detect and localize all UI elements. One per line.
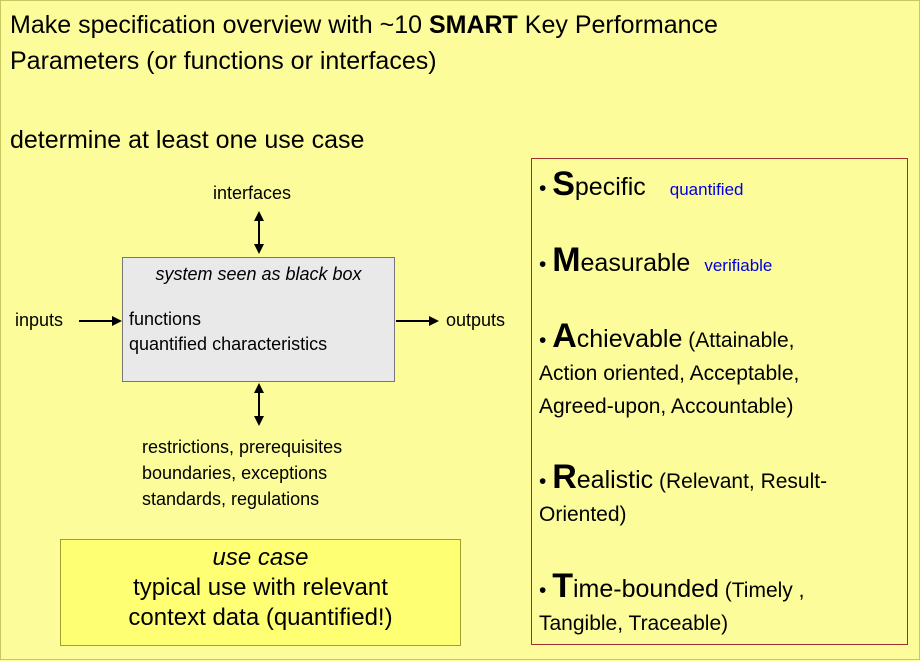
restrictions-line-2: boundaries, exceptions [142,463,328,483]
smart-letter-s: S [552,165,575,203]
bullet: • [539,253,547,276]
restrictions-list: restrictions, prerequisites boundaries, … [142,434,342,512]
time-bounded-extra-2: Tangible, Traceable) [539,612,729,635]
realistic-extra-2: Oriented) [539,503,627,526]
bullet: • [539,177,547,200]
smart-criteria-panel: • Specific quantified • Measurable verifia… [531,158,908,645]
black-box-system: system seen as black box functions quant… [122,257,395,382]
slide-heading: Make specification overview with ~10 SMA… [10,7,718,79]
use-case-box: use case typical use with relevant conte… [60,539,461,646]
restrictions-line-1: restrictions, prerequisites [142,437,343,457]
achievable-extra-2: Action oriented, Acceptable, [539,362,800,385]
realistic-line-1: • Realistic (Relevant, Result- [539,458,828,498]
use-case-instruction: determine at least one use case [10,126,365,154]
use-case-line-1: typical use with relevant [133,574,388,601]
black-box-contents: functions quantified characteristics [129,307,327,357]
smart-word-specific: pecific [574,173,646,201]
achievable-line-1: • Achievable (Attainable, [539,317,799,357]
specific-note: quantified [669,180,744,199]
heading-text-part-2: Key Performance [517,11,718,39]
smart-item-measurable: • Measurable verifiable [539,241,773,282]
black-box-line-characteristics: quantified characteristics [129,334,328,354]
measurable-note: verifiable [704,256,773,275]
smart-word-time-bounded: ime-bounded [572,575,719,603]
black-box-line-functions: functions [129,309,202,329]
smart-word-measurable: easurable [580,249,691,277]
smart-letter-m: M [552,241,581,279]
smart-item-time-bounded: • Time-bounded (Timely , Tangible, Trace… [539,567,805,640]
achievable-extra-3: Agreed-upon, Accountable) [539,395,794,418]
smart-item-realistic: • Realistic (Relevant, Result- Oriented) [539,458,828,531]
heading-line-1: Make specification overview with ~10 SMA… [10,7,718,43]
time-bounded-extra-1: (Timely , [718,579,805,602]
heading-text-part-1: Make specification overview with ~10 [10,11,429,39]
heading-smart-word: SMART [428,11,518,39]
bullet: • [539,470,547,493]
inputs-label: inputs [15,310,64,330]
achievable-extra-1: (Attainable, [682,329,795,352]
bullet: • [539,329,547,352]
realistic-extra-1: (Relevant, Result- [653,470,828,493]
bullet: • [539,579,547,602]
heading-line-2: Parameters (or functions or interfaces) [10,47,437,75]
smart-word-realistic: ealistic [576,466,654,494]
restrictions-line-3: standards, regulations [142,489,320,509]
smart-letter-r: R [552,458,577,496]
interfaces-label: interfaces [213,183,292,203]
smart-letter-a: A [552,317,577,355]
smart-item-specific: • Specific quantified [539,165,744,206]
smart-letter-t: T [552,567,573,605]
smart-word-achievable: chievable [576,325,683,353]
use-case-title: use case [212,544,309,571]
outputs-label: outputs [446,310,506,330]
use-case-line-2: context data (quantified!) [128,604,393,631]
time-bounded-line-1: • Time-bounded (Timely , [539,567,805,607]
black-box-title: system seen as black box [155,264,362,284]
smart-item-achievable: • Achievable (Attainable, Action oriente… [539,317,800,423]
